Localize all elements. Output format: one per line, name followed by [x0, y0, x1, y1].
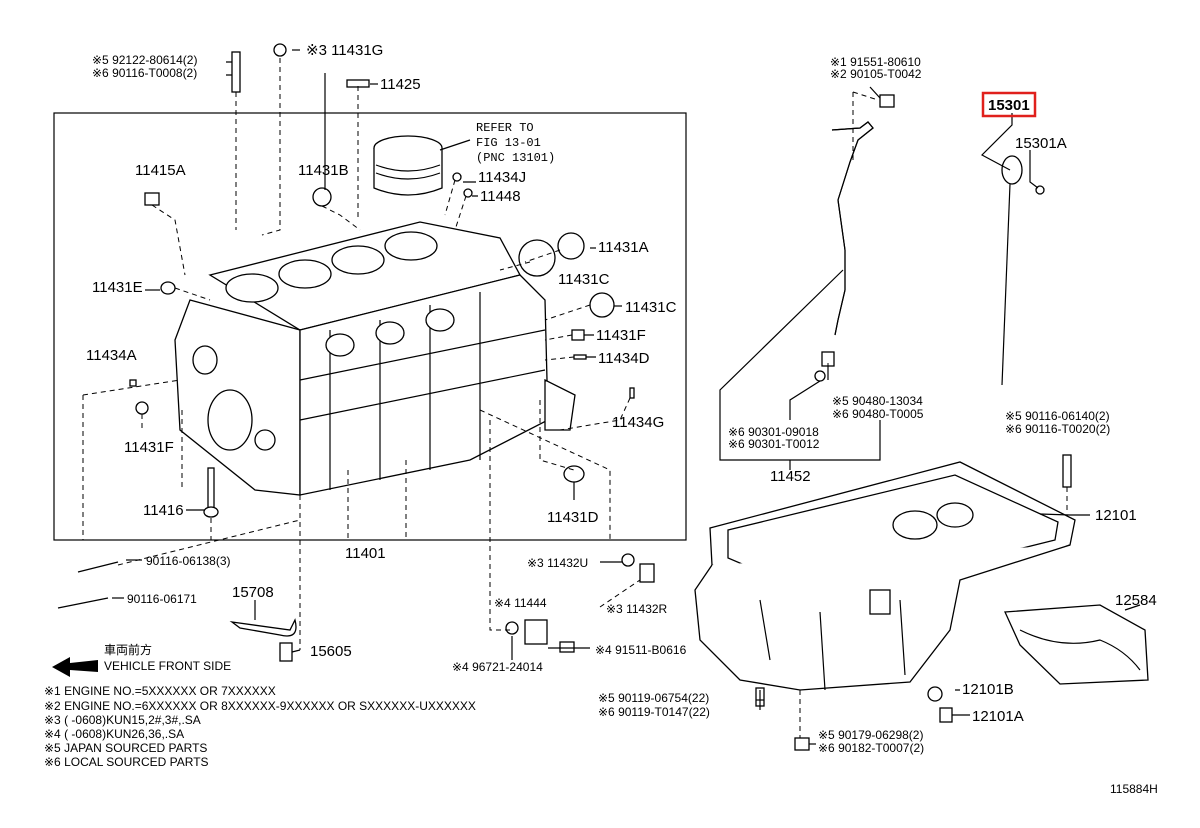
- label-11431g: ※3 11431G: [306, 42, 383, 59]
- label-96721-24014: ※4 96721-24014: [452, 660, 543, 674]
- label-92122-80614: ※5 92122-80614(2): [92, 53, 197, 67]
- label-11434j: 11434J: [478, 169, 526, 186]
- piston-drawing: [373, 135, 443, 196]
- label-90119-06754: ※5 90119-06754(22): [598, 691, 709, 705]
- label-11416: 11416: [143, 502, 184, 519]
- label-90116-t0020: ※6 90116-T0020(2): [1005, 422, 1110, 436]
- highlight-box-15301: [981, 91, 1037, 118]
- label-refer-pnc: (PNC 13101): [476, 151, 555, 165]
- front-label-jp: 車両前方: [104, 642, 152, 657]
- label-90301-09018: ※6 90301-09018: [728, 425, 819, 439]
- label-90119-t0147: ※6 90119-T0147(22): [598, 705, 710, 719]
- label-15708: 15708: [232, 584, 274, 601]
- note-1: ※1 ENGINE NO.=5XXXXXX OR 7XXXXXX: [44, 684, 276, 698]
- label-11431b: 11431B: [298, 162, 349, 179]
- label-91551-80610: ※1 91551-80610: [830, 55, 921, 69]
- label-11431e: 11431E: [92, 279, 143, 296]
- label-12101b: 12101B: [962, 681, 1014, 698]
- label-90116-06140: ※5 90116-06140(2): [1005, 409, 1110, 423]
- label-11444: ※4 11444: [494, 596, 547, 610]
- label-91511-b0616: ※4 91511-B0616: [595, 643, 687, 657]
- label-90179-06298: ※5 90179-06298(2): [818, 728, 923, 742]
- cylinder-block-drawing: [174, 221, 576, 496]
- label-12101: 12101: [1095, 507, 1137, 524]
- label-11434a: 11434A: [86, 347, 137, 364]
- label-12101a: 12101A: [972, 708, 1024, 725]
- label-refer-fig: FIG 13-01: [476, 136, 541, 150]
- label-leaders: [145, 49, 1071, 745]
- label-11401: 11401: [345, 545, 386, 562]
- label-11434g: 11434G: [612, 414, 664, 431]
- note-5: ※5 JAPAN SOURCED PARTS: [44, 741, 207, 755]
- block-group-frame: [53, 112, 687, 541]
- figure-id: 115884H: [1110, 782, 1158, 796]
- front-label-en: VEHICLE FRONT SIDE: [104, 659, 231, 673]
- note-3: ※3 ( -0608)KUN15,2#,3#,.SA: [44, 713, 201, 727]
- label-11434d: 11434D: [598, 350, 650, 367]
- label-11448: 11448: [480, 188, 521, 205]
- label-11415a: 11415A: [135, 162, 186, 179]
- oil-pan-drawing: [694, 454, 1090, 751]
- label-11431a: 11431A: [598, 239, 649, 256]
- footnotes: ※1 ENGINE NO.=5XXXXXX OR 7XXXXXX ※2 ENGI…: [44, 684, 476, 769]
- label-11452: 11452: [770, 468, 811, 485]
- label-11432u: ※3 11432U: [527, 556, 588, 570]
- gauge-guide-drawing: [719, 91, 895, 470]
- block-leader-lines: [82, 58, 641, 660]
- label-15301: 15301: [988, 97, 1030, 114]
- label-refer-to: REFER TO: [476, 121, 534, 135]
- vehicle-front-indicator: 車両前方 VEHICLE FRONT SIDE: [52, 642, 231, 677]
- label-90116-06138: 90116-06138(3): [146, 554, 231, 568]
- label-11431c-top: 11431C: [558, 271, 610, 288]
- label-90480-t0005: ※6 90480-T0005: [832, 407, 924, 421]
- note-2: ※2 ENGINE NO.=6XXXXXX OR 8XXXXXX-9XXXXXX…: [44, 699, 476, 713]
- label-15605: 15605: [310, 643, 352, 660]
- block-small-parts: [57, 43, 655, 662]
- label-90116-t0008: ※6 90116-T0008(2): [92, 66, 197, 80]
- part-labels: ※5 92122-80614(2) ※6 90116-T0008(2) ※3 1…: [86, 42, 1157, 755]
- label-11431f-left: 11431F: [124, 439, 174, 456]
- label-11431d: 11431D: [547, 509, 599, 526]
- label-90480-13034: ※5 90480-13034: [832, 394, 923, 408]
- label-90301-t0012: ※6 90301-T0012: [728, 437, 820, 451]
- label-11432r: ※3 11432R: [606, 602, 668, 616]
- label-11425: 11425: [380, 76, 421, 93]
- note-6: ※6 LOCAL SOURCED PARTS: [44, 755, 209, 769]
- label-11431c: 11431C: [625, 299, 677, 316]
- label-90105-t0042: ※2 90105-T0042: [830, 67, 922, 81]
- front-arrow-icon: [52, 657, 98, 677]
- note-4: ※4 ( -0608)KUN26,36,.SA: [44, 727, 184, 741]
- label-11431f-right: 11431F: [596, 327, 646, 344]
- baffle-drawing: [1004, 604, 1149, 685]
- label-12584: 12584: [1115, 592, 1157, 609]
- label-15301a: 15301A: [1015, 135, 1067, 152]
- label-90182-t0007: ※6 90182-T0007(2): [818, 741, 924, 755]
- dipstick-drawing: [981, 113, 1045, 386]
- label-90116-06171: 90116-06171: [127, 592, 197, 606]
